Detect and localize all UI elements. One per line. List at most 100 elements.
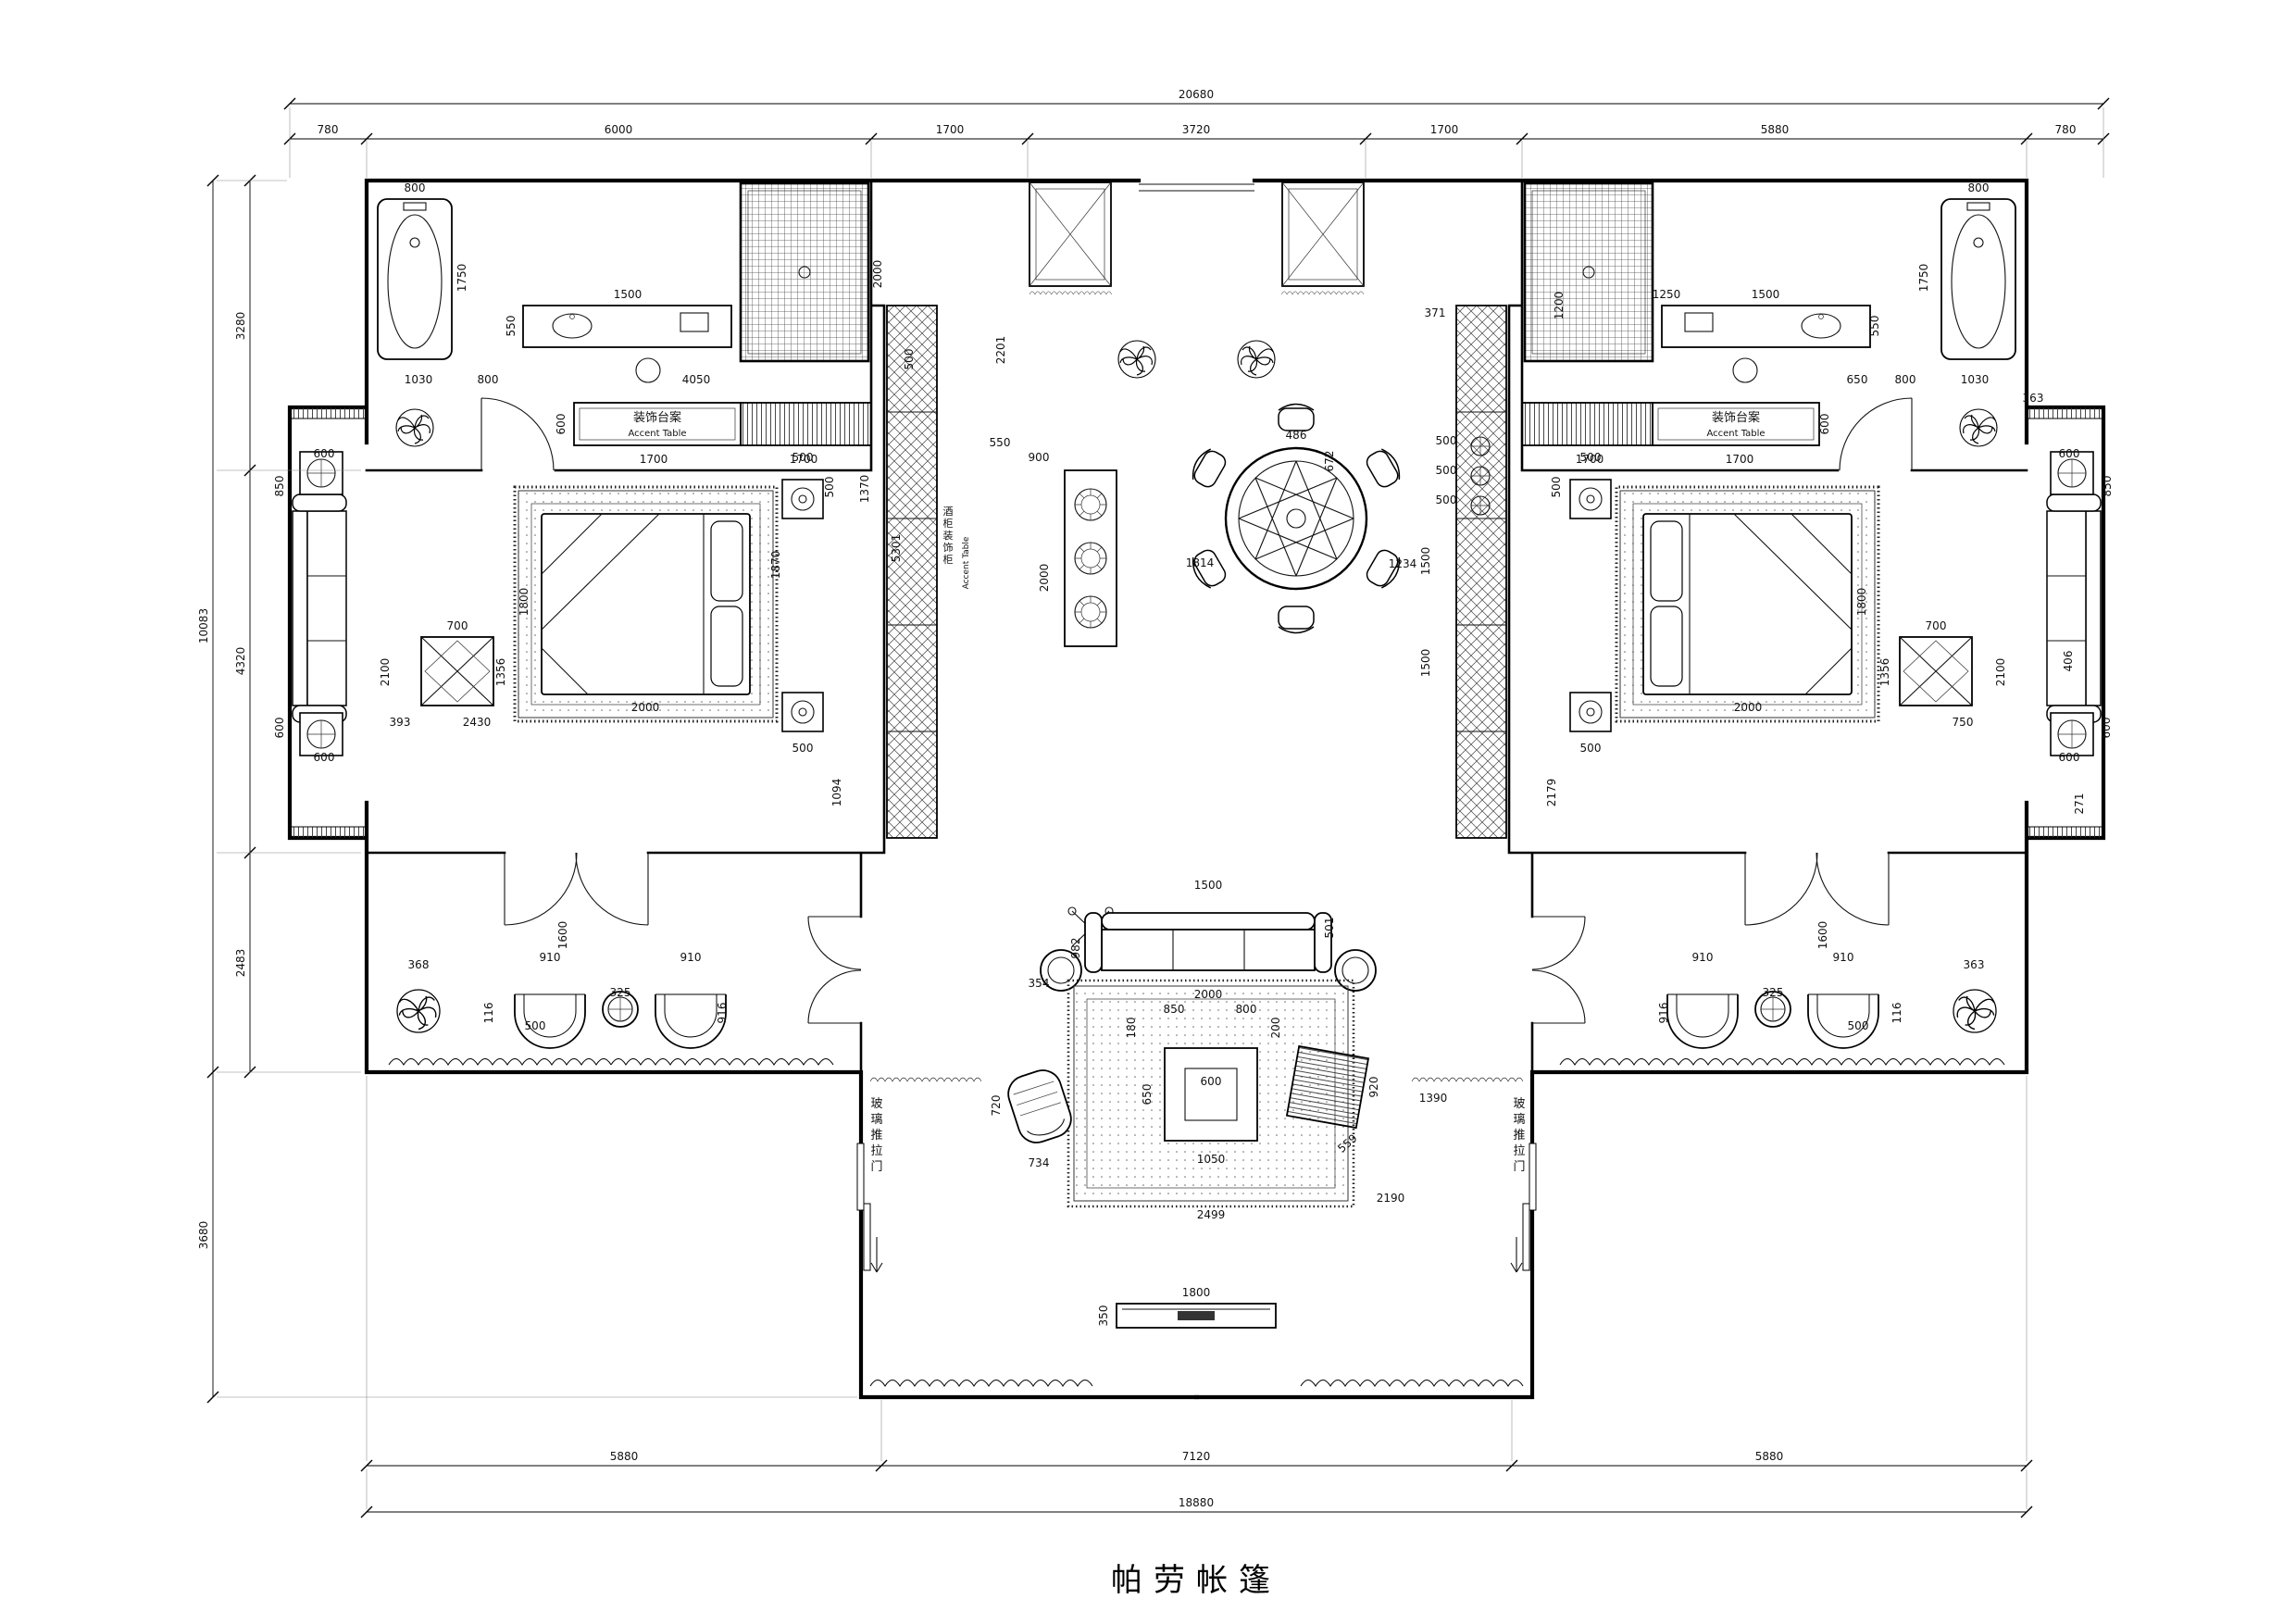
tv-cabinet (1285, 1044, 1370, 1130)
bedroom_right-label: 406 (2062, 651, 2075, 672)
bedroom_left-label: 1800 (518, 588, 530, 617)
center_living-label: 1390 (1419, 1092, 1448, 1105)
bedroom_right-label: 271 (2073, 793, 2086, 815)
porch_left-label: 500 (525, 1019, 546, 1032)
lounge-chair (1007, 1069, 1072, 1143)
bottom_chain-label: 7120 (1182, 1450, 1211, 1463)
center_living-label: 734 (1029, 1156, 1050, 1169)
bedroom_left-label: 600 (314, 447, 335, 460)
left_chain-label: 10083 (197, 608, 210, 643)
bathroom_right-label: 363 (2023, 392, 2044, 405)
bedroom_right-label: 1800 (1855, 588, 1868, 617)
porch_left-label: 116 (482, 1003, 495, 1024)
center_dining-label: 500 (1436, 464, 1457, 477)
room_labels-label: 酒柜装饰柜 (943, 506, 954, 566)
bedroom_left-label: 2100 (379, 658, 392, 687)
porch_left-label: 916 (716, 1003, 729, 1024)
drawing-title: 帕劳帐篷 (1111, 1562, 1281, 1599)
bottom_chain-label: 18880 (1179, 1496, 1214, 1509)
bedroom_left-label: 1870 (769, 551, 782, 580)
bathroom_right-label: 1200 (1553, 292, 1566, 320)
top_chain-label: 3720 (1182, 123, 1211, 136)
room_labels-label: 玻璃推拉门 (870, 1097, 882, 1174)
center_living-label: 982 (1069, 938, 1082, 959)
bedroom_right-label: 600 (2059, 751, 2080, 764)
center_living-label: 800 (1236, 1003, 1257, 1016)
center_dining-label: 1500 (1419, 649, 1432, 678)
top_chain-label: 5880 (1761, 123, 1790, 136)
bedroom_left-label: 600 (314, 751, 335, 764)
bathroom_left-label: 1700 (640, 453, 668, 466)
center_living-label: 1050 (1197, 1153, 1226, 1166)
dining-set (1187, 403, 1405, 634)
center_dining-label: 1234 (1389, 557, 1417, 570)
bedroom_right-label: 700 (1926, 619, 1947, 632)
bedroom_left-label: 1094 (830, 779, 843, 807)
center_living-label: 720 (990, 1095, 1003, 1117)
bathroom_right-label: 1500 (1752, 288, 1780, 301)
bathroom_left-label: 550 (505, 316, 518, 337)
room_labels-label: Accent Table (962, 536, 971, 589)
bathroom_right-label: 1030 (1961, 373, 1990, 386)
porch_right-label: 1600 (1816, 921, 1829, 950)
center_living-label: 350 (1097, 1305, 1110, 1327)
porch_right-label: 910 (1692, 951, 1714, 964)
terrace-bench (1116, 1303, 1277, 1329)
porch_right-label: 916 (1657, 1003, 1670, 1024)
center_dining-label: 500 (1436, 493, 1457, 506)
left_chain-label: 3680 (197, 1221, 210, 1250)
center_living-label: 1800 (1182, 1286, 1211, 1299)
top_chain-label: 20680 (1179, 88, 1214, 101)
center_dining-label: 486 (1286, 429, 1307, 442)
bathroom_right-label: 1750 (1917, 264, 1930, 293)
bathroom_left-label: 600 (555, 414, 568, 435)
bedroom_left-label: 600 (273, 718, 286, 739)
bathroom_left-label: 2000 (871, 260, 884, 289)
top_chain-label: 780 (318, 123, 339, 136)
bedroom_right-label: 2179 (1545, 779, 1558, 807)
top_chain-label: 1700 (1430, 123, 1459, 136)
center_dining-label: 550 (990, 436, 1011, 449)
porch_right-label: 363 (1964, 958, 1985, 971)
bedroom_left-label: 500 (792, 451, 814, 464)
center_living-label: 1500 (1194, 879, 1223, 892)
center_dining-label: 1500 (1419, 547, 1432, 576)
bathroom_right-label: 550 (1868, 316, 1881, 337)
center_dining-label: 5301 (890, 534, 903, 563)
left_chain-label: 4320 (234, 647, 247, 676)
bedroom_left-label: 500 (792, 742, 814, 755)
bathroom_right-label: 800 (1895, 373, 1916, 386)
bedroom_right-label: 2000 (1734, 701, 1763, 714)
bedroom_left-label: 700 (447, 619, 468, 632)
porch_right-label: 500 (1848, 1019, 1869, 1032)
top_chain-label: 1700 (936, 123, 965, 136)
bedroom_left-label: 1370 (858, 475, 871, 504)
bathroom_left-label: 1500 (614, 288, 643, 301)
bedroom_right-label: 500 (1580, 451, 1602, 464)
room_labels-label: Accent Table (1706, 429, 1765, 439)
bedroom_right-label: 750 (1953, 716, 1974, 729)
porch_left-label: 368 (408, 958, 430, 971)
bedroom_left-label: 1356 (494, 658, 507, 687)
living-set (1007, 906, 1377, 1208)
bedroom_right-label: 500 (1550, 477, 1563, 498)
bedroom_left-label: 2430 (463, 716, 492, 729)
center_living-label: 600 (1201, 1075, 1222, 1088)
bathroom_right-label: 600 (1818, 414, 1831, 435)
porch_right-label: 910 (1833, 951, 1854, 964)
bathroom_left-label: 800 (405, 181, 426, 194)
right-suite (1196, 181, 2103, 1397)
bathroom_right-label: 1700 (1726, 453, 1754, 466)
bathroom_left-label: 1030 (405, 373, 433, 386)
center_living-label: 180 (1125, 1018, 1138, 1039)
left_chain-label: 3280 (234, 312, 247, 341)
bedroom_left-label: 393 (390, 716, 411, 729)
center_living-label: 850 (1164, 1003, 1185, 1016)
center_dining-label: 500 (1436, 434, 1457, 447)
room_labels-label: 玻璃推拉门 (1513, 1097, 1525, 1174)
center_dining-label: 500 (903, 349, 916, 370)
left-suite (290, 181, 1197, 1397)
bathroom_right-label: 650 (1847, 373, 1868, 386)
